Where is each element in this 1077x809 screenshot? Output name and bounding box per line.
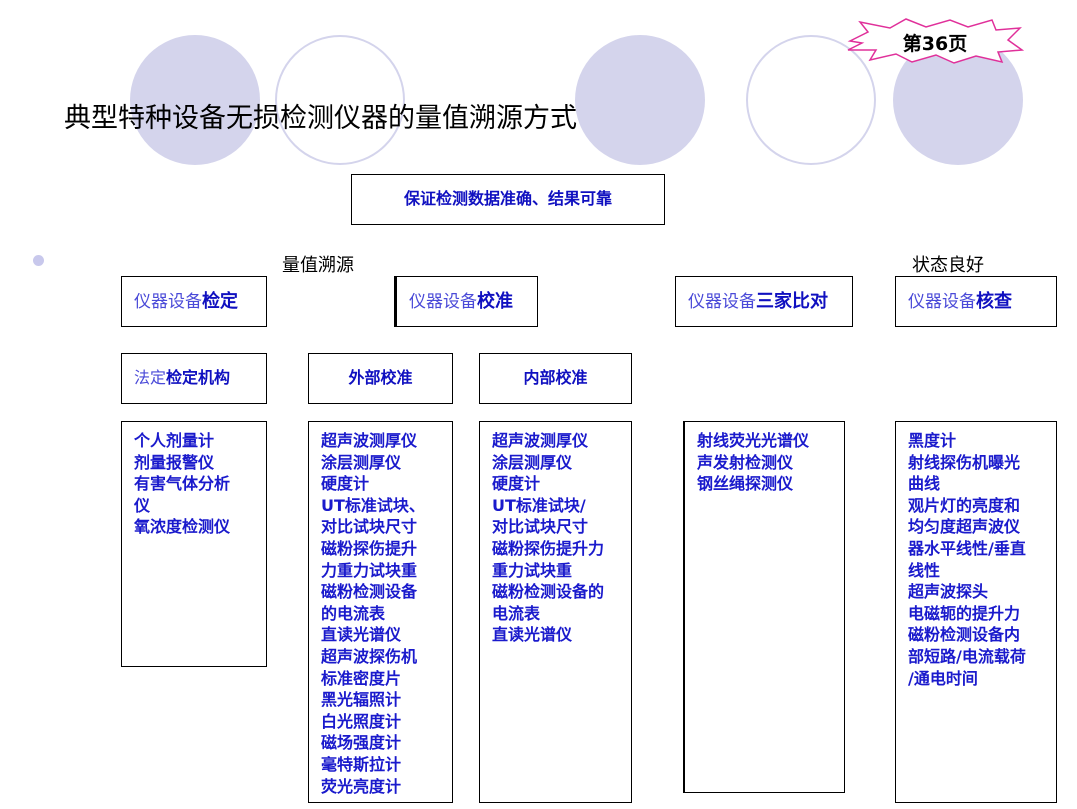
list-item: 磁粉探伤提升	[321, 538, 418, 558]
list-item: 的电流表	[321, 603, 386, 623]
list-item: UT标准试块/	[492, 495, 586, 515]
list-item: 硬度计	[492, 474, 541, 494]
verification-box: 仪器设备检定	[121, 276, 267, 327]
decor-circle	[746, 35, 876, 165]
list-item: UT标准试块、	[321, 495, 425, 515]
keyword: 检定	[202, 291, 238, 312]
bullet-icon	[33, 255, 44, 266]
external-calibration-box: 外部校准	[308, 353, 453, 404]
list-item: 磁粉探伤提升力	[492, 538, 605, 558]
list-item: 标准密度片	[321, 668, 402, 688]
list-item: 涂层测厚仪	[321, 452, 402, 472]
decor-circle	[575, 35, 705, 165]
list-item: 超声波测厚仪	[492, 431, 589, 450]
keyword: 三家比对	[756, 291, 828, 312]
list-item: 对比试块尺寸	[321, 517, 418, 537]
list-item: 声发射检测仪	[697, 452, 794, 472]
page-title: 典型特种设备无损检测仪器的量值溯源方式	[64, 103, 577, 134]
goal-box: 保证检测数据准确、结果可靠	[351, 174, 665, 225]
list-item: 电磁轭的提升力	[908, 603, 1021, 623]
list-item: 力重力试块重	[321, 560, 418, 580]
internal-calibration-box: 内部校准	[479, 353, 632, 404]
list-item: 仪	[134, 495, 151, 515]
list-item: 黑度计	[908, 431, 957, 450]
keyword: 校准	[477, 291, 513, 312]
list-item: 白光照度计	[321, 711, 402, 731]
list-item: 个人剂量计	[134, 431, 215, 450]
page-badge: 第36页	[847, 18, 1024, 64]
good-state-label: 状态良好	[912, 255, 984, 276]
check-list: 黑度计射线探伤机曝光曲线观片灯的亮度和均匀度超声波仪器水平线性/垂直线性超声波探…	[895, 421, 1057, 803]
list-item: 电流表	[492, 603, 541, 623]
list-item: 曲线	[908, 474, 941, 494]
list-item: 磁粉检测设备	[321, 582, 418, 602]
list-item: 剂量报警仪	[134, 452, 215, 472]
list-item: 氧浓度检测仪	[134, 517, 231, 537]
list-item: 毫特斯拉计	[321, 754, 402, 774]
list-item: 有害气体分析	[134, 474, 231, 494]
verification-list: 个人剂量计剂量报警仪有害气体分析仪氧浓度检测仪	[121, 421, 267, 667]
list-item: 超声波测厚仪	[321, 431, 418, 450]
keyword: 核查	[976, 291, 1012, 312]
list-item: 磁场强度计	[321, 733, 402, 753]
list-item: 线性	[908, 560, 941, 580]
calibration-box: 仪器设备校准	[394, 276, 538, 327]
list-item: 重力试块重	[492, 560, 573, 580]
list-item: 磁粉检测设备的	[492, 582, 605, 602]
list-item: 超声波探伤机	[321, 646, 418, 666]
goal-text: 保证检测数据准确、结果可靠	[403, 189, 612, 208]
prefix: 仪器设备	[688, 292, 756, 312]
comparison-box: 仪器设备三家比对	[675, 276, 853, 327]
prefix: 仪器设备	[908, 292, 976, 312]
list-item: 射线荧光光谱仪	[697, 431, 810, 450]
list-item: 钢丝绳探测仪	[697, 474, 794, 494]
list-item: 射线探伤机曝光	[908, 452, 1021, 472]
list-item: 超声波探头	[908, 582, 989, 602]
prefix: 仪器设备	[134, 292, 202, 312]
list-item: 对比试块尺寸	[492, 517, 589, 537]
list-item: 直读光谱仪	[321, 625, 402, 645]
list-item: 部短路/电流载荷	[908, 646, 1026, 666]
list-item: 均匀度超声波仪	[908, 517, 1021, 537]
list-item: 直读光谱仪	[492, 625, 573, 645]
prefix: 仪器设备	[409, 292, 477, 312]
check-box: 仪器设备核查	[895, 276, 1057, 327]
internal-calibration-label: 内部校准	[523, 368, 588, 387]
list-item: 涂层测厚仪	[492, 452, 573, 472]
list-item: 荧光亮度计	[321, 776, 402, 796]
list-item: 磁粉检测设备内	[908, 625, 1021, 645]
prefix: 法定	[134, 368, 167, 387]
list-item: 器水平线性/垂直	[908, 538, 1026, 558]
decor-circle	[275, 35, 405, 165]
decor-circle	[130, 35, 260, 165]
list-item: 硬度计	[321, 474, 370, 494]
list-item: 观片灯的亮度和	[908, 495, 1021, 515]
legal-agency-box: 法定检定机构	[121, 353, 267, 404]
keyword: 检定机构	[166, 368, 231, 387]
traceability-label: 量值溯源	[282, 255, 354, 276]
comparison-list: 射线荧光光谱仪声发射检测仪钢丝绳探测仪	[683, 421, 845, 793]
list-item: /通电时间	[908, 668, 978, 688]
external-calibration-label: 外部校准	[348, 368, 413, 387]
page-number: 第36页	[903, 32, 967, 55]
list-item: 黑光辐照计	[321, 690, 402, 710]
